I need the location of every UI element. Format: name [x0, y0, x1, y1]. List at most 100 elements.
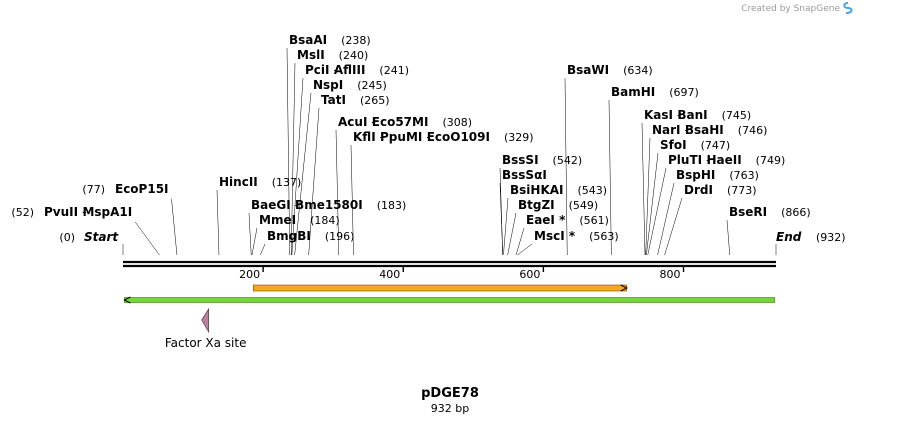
site-mmei-name: MmeI [259, 213, 296, 227]
site-kasi-separator: - [677, 108, 681, 122]
site-kfli-name: KflI [353, 130, 376, 144]
site-btgzi: BtgZI(549) [507, 198, 599, 256]
site-tati: TatI(265) [308, 93, 390, 256]
site-acui-name: Eco57MI [372, 115, 429, 129]
site-baegi-position: (183) [377, 199, 407, 212]
site-bsssi-name: BssSI [502, 153, 539, 167]
site-hincii-name: HincII [219, 175, 258, 189]
site-bmgbi-leader [260, 243, 266, 256]
site-bseri-position: (866) [781, 206, 811, 219]
site-bsawi-name: BsaWI [567, 63, 609, 77]
site-kfli: KflI-PpuMI-EcoO109I(329) [350, 130, 534, 256]
tick-label-200: 200 [239, 268, 260, 281]
site-bsssi: BssSI (542) [499, 153, 583, 256]
credit-text: Created by SnapGene [741, 4, 840, 14]
factor-xa-label: Factor Xa site [165, 336, 247, 350]
site-kfli-name: PpuMI [380, 130, 422, 144]
site-ecop15i: (77)EcoP15I [82, 182, 178, 256]
feature-orf [253, 284, 628, 292]
site-drdi-name: DrdI [684, 183, 713, 197]
end-position: (932) [816, 231, 846, 244]
site-bsphi-name: BspHI [676, 168, 715, 182]
site-ecop15i-name: EcoP15I [115, 182, 169, 196]
site-bamhi-name: BamHI [611, 85, 655, 99]
site-nspi: NspI (245) [294, 78, 387, 256]
site-kfli-separator: - [380, 130, 384, 144]
site-kasi-name: BanI [677, 108, 707, 122]
plasmid-name: pDGE78 [421, 386, 479, 401]
site-nari-separator: - [685, 123, 689, 137]
site-kfli-name: EcoO109I [427, 130, 490, 144]
site-mmei-position: (184) [310, 214, 340, 227]
site-btgzi-position: (549) [569, 199, 599, 212]
green-feature-bar [124, 297, 775, 303]
green-feature-arrowhead [123, 296, 131, 304]
site-bsihkai: BsiHKAI(543) [503, 183, 608, 256]
site-pluti: PluTI-HaeII(749) [647, 153, 785, 256]
terminal-end: End(932) [775, 230, 846, 255]
site-pluti-leader [647, 167, 667, 256]
site-bmgbi: BmgBI (196) [260, 229, 355, 256]
site-msci-leader [517, 243, 533, 256]
site-mmei-leader [251, 227, 258, 256]
site-acui-leader [335, 129, 340, 256]
site-bseri-leader [726, 219, 731, 256]
site-msli-leader [290, 62, 296, 256]
site-nari-name: NarI [652, 123, 681, 137]
site-drdi: DrdI (773) [664, 183, 757, 256]
site-bsihkai-position: (543) [578, 184, 608, 197]
site-bsssai-name: BssSαI [502, 168, 547, 182]
orf-arrowhead [620, 284, 628, 292]
site-hincii-leader [216, 189, 220, 256]
tick-label-400: 400 [379, 268, 400, 281]
site-pcii-name: AflIII [334, 63, 366, 77]
factor-xa-marker [201, 307, 210, 334]
site-eaei-position: (561) [579, 214, 609, 227]
site-msli: MslI (240) [290, 48, 369, 256]
site-drdi-leader [664, 197, 683, 256]
site-pvuii-separator: - [82, 205, 86, 219]
tick-label-600: 600 [519, 268, 540, 281]
site-pcii-name: PciI [305, 63, 330, 77]
site-msci-position: (563) [589, 230, 619, 243]
site-pvuii-name: PvuII [44, 205, 78, 219]
site-pluti-name: PluTI [668, 153, 702, 167]
site-kfli-separator: - [426, 130, 430, 144]
site-acui-position: (308) [442, 116, 472, 129]
site-mmei: MmeI (184) [251, 213, 340, 256]
site-sfoi: SfoI(747) [646, 138, 730, 256]
site-bsphi: BspHI (763) [657, 168, 759, 256]
site-msci: MscI * (563) [517, 229, 619, 256]
site-bmgbi-name: BmgBI [267, 229, 311, 243]
site-bamhi-leader [608, 99, 612, 256]
site-pluti-separator: - [706, 153, 710, 167]
feature-factor-xa: Factor Xa site [165, 307, 247, 350]
site-nari-name: BsaHI [685, 123, 724, 137]
site-msli-position: (240) [339, 49, 369, 62]
site-bmgbi-position: (196) [325, 230, 355, 243]
site-msci-name: MscI * [534, 229, 576, 243]
site-bamhi-position: (697) [669, 86, 699, 99]
site-bsssi-position: (542) [553, 154, 583, 167]
site-nspi-position: (245) [357, 79, 387, 92]
site-sfoi-leader [646, 152, 659, 256]
site-pcii-separator: - [334, 63, 338, 77]
site-nari: NarI-BsaHI(746) [645, 123, 768, 256]
site-btgzi-leader [507, 212, 517, 256]
site-sfoi-name: SfoI [660, 138, 687, 152]
site-baegi-separator: - [295, 198, 299, 212]
site-eaei: EaeI *(561) [515, 213, 609, 256]
site-hincii-position: (137) [272, 176, 302, 189]
site-nspi-name: NspI [313, 78, 343, 92]
site-msli-name: MslI [297, 48, 325, 62]
site-drdi-position: (773) [727, 184, 757, 197]
site-bsphi-position: (763) [729, 169, 759, 182]
site-pvuii-name: MspA1I [82, 205, 132, 219]
site-bamhi: BamHI (697) [608, 85, 699, 256]
site-baegi-leader [248, 212, 252, 256]
site-nari-position: (746) [738, 124, 768, 137]
site-bseri: BseRI(866) [726, 205, 811, 256]
orf-bar [253, 284, 628, 292]
